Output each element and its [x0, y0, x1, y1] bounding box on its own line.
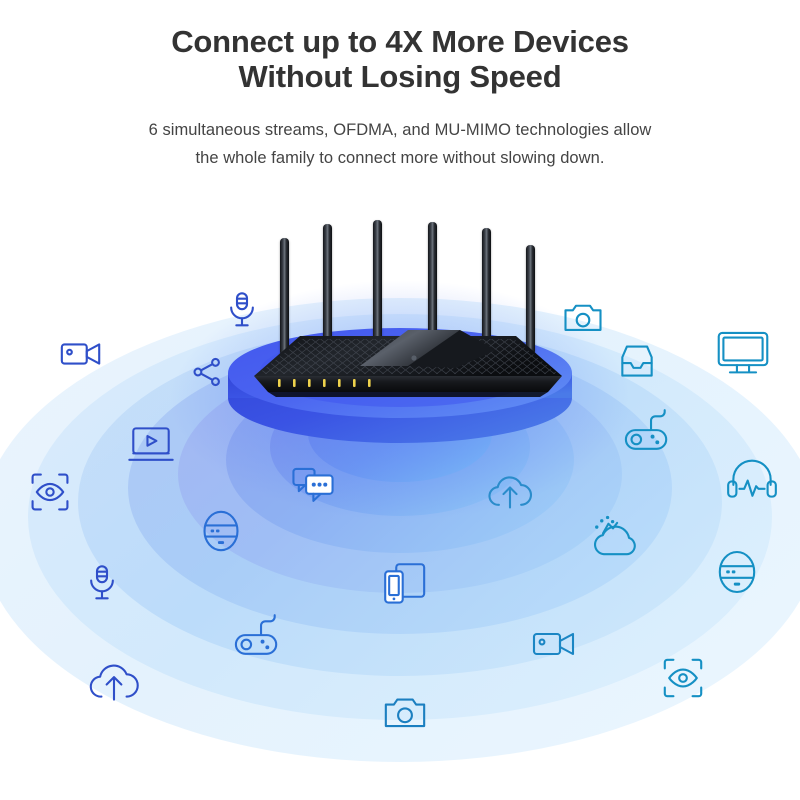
share-nodes-icon-glyph [193, 357, 220, 387]
eye-scan-icon-glyph [31, 473, 69, 511]
video-camera-icon [58, 331, 104, 377]
router-led-strip [278, 379, 371, 387]
router-base-shadow [268, 392, 548, 397]
video-camera-icon-2-glyph [532, 632, 575, 656]
printer-tray-icon [615, 340, 659, 384]
tv-monitor-icon-glyph [717, 331, 769, 374]
vr-headset-icon-2 [713, 548, 761, 596]
cloud-upload-icon-2 [487, 468, 533, 514]
eye-scan-icon [28, 470, 72, 514]
antenna-1 [280, 238, 289, 356]
router-chassis [254, 330, 562, 397]
tv-monitor-icon [715, 325, 771, 381]
laptop-video-icon-glyph [128, 427, 174, 461]
vr-headset-icon-1-glyph [203, 510, 239, 552]
page-title: Connect up to 4X More Devices Without Lo… [0, 24, 800, 94]
photo-camera-icon-1 [382, 690, 428, 736]
router-center-ridge [360, 330, 460, 366]
game-controller-icon-2-glyph [624, 409, 668, 450]
photo-camera-icon-1-glyph [384, 698, 426, 728]
antenna-3 [373, 220, 382, 358]
wifi-coverage-illustration [0, 200, 800, 800]
headphones-icon-glyph [727, 459, 777, 498]
photo-camera-icon-2 [562, 297, 604, 339]
microphone-icon-2 [82, 563, 122, 603]
router-center-ridge-right [408, 330, 496, 368]
vr-headset-icon-1 [198, 508, 244, 554]
subhead-line-1: 6 simultaneous streams, OFDMA, and MU-MI… [148, 121, 652, 139]
game-controller-icon-1-glyph [234, 614, 278, 655]
page-subtitle: 6 simultaneous streams, OFDMA, and MU-MI… [0, 116, 800, 172]
microphone-icon-glyph [230, 292, 254, 327]
brand-mark [411, 355, 417, 361]
eye-scan-icon-2 [660, 655, 706, 701]
antenna-5 [482, 228, 491, 356]
weather-cloud-icon [588, 510, 638, 560]
mobile-devices-icon-glyph [384, 563, 426, 604]
laptop-video-icon [126, 419, 176, 469]
microphone-icon [222, 290, 262, 330]
video-camera-icon-glyph [60, 343, 101, 365]
video-camera-icon-2 [530, 620, 578, 668]
printer-tray-icon-glyph [621, 345, 653, 377]
game-controller-icon-1 [232, 610, 284, 662]
weather-cloud-icon-glyph [594, 515, 636, 556]
subhead-line-2: the whole family to connect more without… [195, 149, 605, 167]
chat-bubbles-icon-glyph [292, 467, 334, 502]
vr-headset-icon-2-glyph [718, 550, 756, 594]
headphones-icon [726, 452, 778, 504]
cloud-upload-icon-1-glyph [89, 664, 139, 701]
photo-camera-icon-2-glyph [564, 304, 602, 331]
share-nodes-icon [190, 355, 224, 389]
mobile-devices-icon [380, 558, 430, 608]
antenna-4 [428, 222, 437, 358]
headline-line-1: Connect up to 4X More Devices [171, 24, 629, 59]
antenna-2 [323, 224, 332, 356]
cloud-upload-icon-2-glyph [488, 476, 533, 509]
game-controller-icon-2 [622, 405, 674, 457]
chat-bubbles-icon [290, 462, 336, 508]
microphone-icon-2-glyph [90, 565, 114, 600]
header-block: Connect up to 4X More Devices Without Lo… [0, 24, 800, 172]
router-front-face [254, 376, 562, 392]
cloud-upload-icon-1 [88, 655, 140, 707]
headline-line-2: Without Losing Speed [238, 59, 562, 94]
antenna-6 [526, 245, 535, 355]
tp-link-wifi-6-router [248, 210, 568, 410]
eye-scan-icon-2-glyph [663, 658, 703, 698]
